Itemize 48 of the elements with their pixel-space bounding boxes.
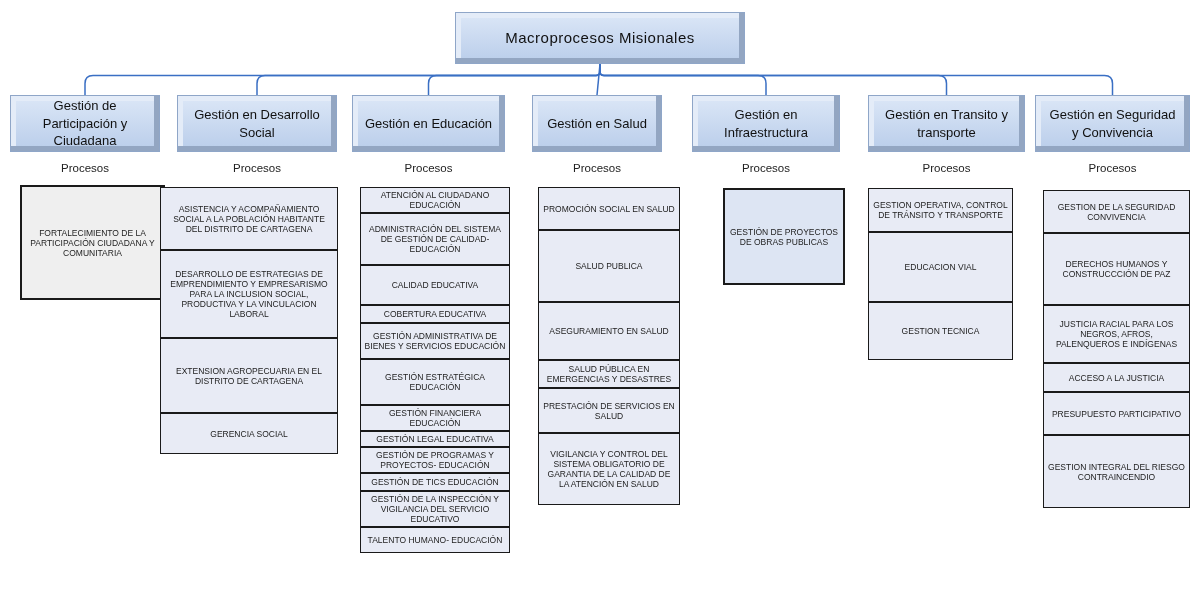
process-cell: EXTENSION AGROPECUARIA EN EL DISTRITO DE CARTAGENA — [160, 338, 338, 413]
process-cell: GESTIÓN DE PROGRAMAS Y PROYECTOS- EDUCACIÓN — [360, 447, 510, 473]
process-cell: GESTIÓN LEGAL EDUCATIVA — [360, 431, 510, 447]
section-label: Procesos — [403, 162, 454, 174]
category-box: Gestión de Participación y Ciudadana — [10, 95, 160, 152]
category-box: Gestión en Salud — [532, 95, 662, 152]
process-cell: JUSTICIA RACIAL PARA LOS NEGROS, AFROS, PALENQUEROS E INDÍGENAS — [1043, 305, 1190, 363]
macroprocess-box: Macroprocesos Misionales — [455, 12, 745, 64]
section-label: Procesos — [1087, 162, 1138, 174]
category-box: Gestión en Seguridad y Convivencia — [1035, 95, 1190, 152]
process-cell: GESTIÓN FINANCIERA EDUCACIÓN — [360, 405, 510, 431]
process-cell: ACCESO A LA JUSTICIA — [1043, 363, 1190, 392]
category-box: Gestión en Educación — [352, 95, 505, 152]
process-cell: ATENCIÓN AL CIUDADANO EDUCACIÓN — [360, 187, 510, 213]
process-cell: PRESTACIÓN DE SERVICIOS EN SALUD — [538, 388, 680, 433]
section-label: Procesos — [572, 162, 622, 174]
process-cell: GESTION OPERATIVA, CONTROL DE TRÁNSITO Y TRANSPORTE — [868, 188, 1013, 232]
process-cell: SALUD PUBLICA — [538, 230, 680, 302]
process-cell: GESTION DE LA SEGURIDAD CONVIVENCIA — [1043, 190, 1190, 233]
process-cell: ADMINISTRACIÓN DEL SISTEMA DE GESTIÓN DE CALIDAD- EDUCACIÓN — [360, 213, 510, 265]
process-cell: GESTIÓN DE TICS EDUCACIÓN — [360, 473, 510, 491]
process-cell: SALUD PÚBLICA EN EMERGENCIAS Y DESASTRES — [538, 360, 680, 388]
process-cell: COBERTURA EDUCATIVA — [360, 305, 510, 323]
process-cell: GESTIÓN ESTRATÉGICA EDUCACIÓN — [360, 359, 510, 405]
process-cell: PROMOCIÓN SOCIAL EN SALUD — [538, 187, 680, 230]
process-cell: PRESUPUESTO PARTICIPATIVO — [1043, 392, 1190, 435]
process-cell: ASISTENCIA Y ACOMPAÑAMIENTO SOCIAL A LA POBLACIÓN HABITANTE DEL DISTRITO DE CARTAGENA — [160, 187, 338, 250]
category-box: Gestión en Transito y transporte — [868, 95, 1025, 152]
process-cell: GESTIÓN DE PROYECTOS DE OBRAS PUBLICAS — [723, 188, 845, 285]
process-cell: ASEGURAMIENTO EN SALUD — [538, 302, 680, 360]
section-label: Procesos — [921, 162, 972, 174]
process-cell: EDUCACION VIAL — [868, 232, 1013, 302]
process-cell: GESTIÓN DE LA INSPECCIÓN Y VIGILANCIA DEL SERVICIO EDUCATIVO — [360, 491, 510, 527]
process-cell: VIGILANCIA Y CONTROL DEL SISTEMA OBLIGATORIO DE GARANTIA DE LA CALIDAD DE LA ATENCIÓN EN SALUD — [538, 433, 680, 505]
section-label: Procesos — [60, 162, 110, 174]
process-cell: GESTIÓN ADMINISTRATIVA DE BIENES Y SERVICIOS EDUCACIÓN — [360, 323, 510, 359]
section-label: Procesos — [232, 162, 282, 174]
process-cell: GERENCIA SOCIAL — [160, 413, 338, 454]
process-cell: DERECHOS HUMANOS Y CONSTRUCCCIÓN DE PAZ — [1043, 233, 1190, 305]
category-box: Gestión en Infraestructura — [692, 95, 840, 152]
process-cell: GESTION TECNICA — [868, 302, 1013, 360]
process-cell: TALENTO HUMANO- EDUCACIÓN — [360, 527, 510, 553]
category-box: Gestión en Desarrollo Social — [177, 95, 337, 152]
process-cell: GESTION INTEGRAL DEL RIESGO CONTRAINCENDIO — [1043, 435, 1190, 508]
process-cell: CALIDAD EDUCATIVA — [360, 265, 510, 305]
section-label: Procesos — [741, 162, 791, 174]
process-cell: FORTALECIMIENTO DE LA PARTICIPACIÓN CIUDADANA Y COMUNITARIA — [20, 185, 165, 300]
process-cell: DESARROLLO DE ESTRATEGIAS DE EMPRENDIMIENTO Y EMPRESARISMO PARA LA INCLUSION SOCIAL, PRODUCTIVA Y LA VINCULACION LABORAL — [160, 250, 338, 338]
